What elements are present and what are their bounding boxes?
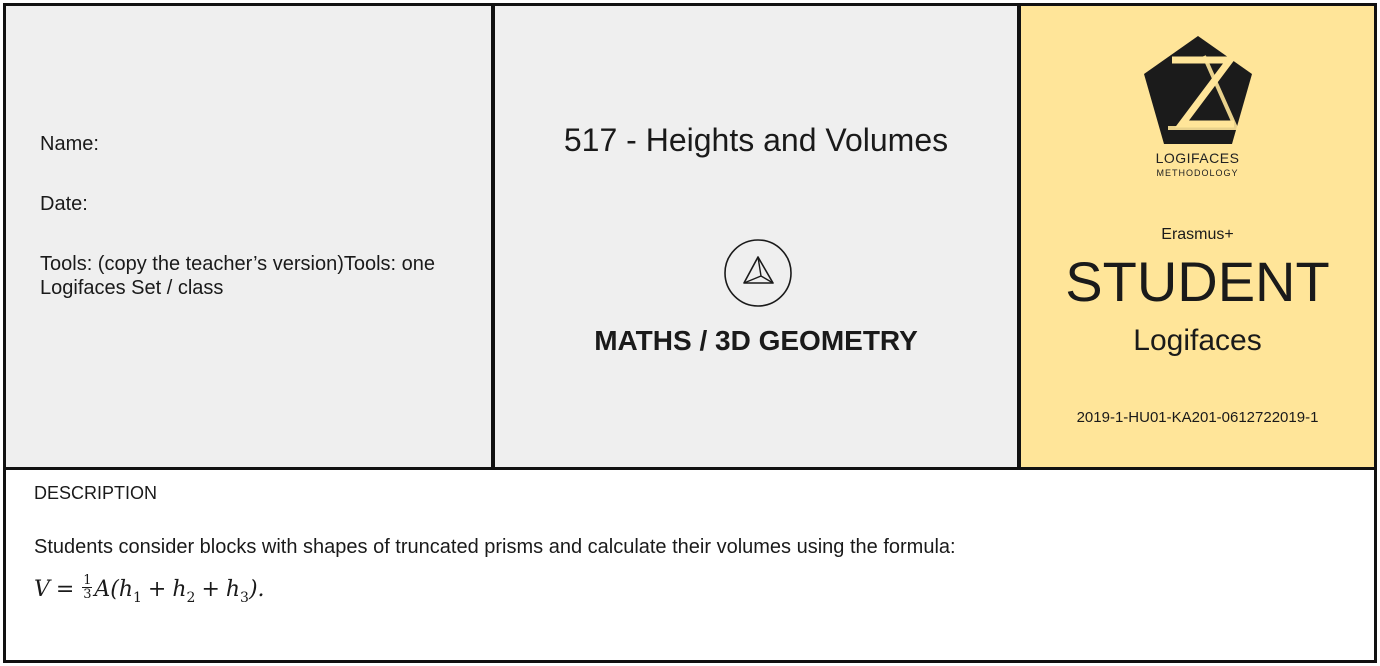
subject-label: MATHS / 3D GEOMETRY (594, 325, 918, 356)
fraction-denominator: 3 (83, 587, 92, 602)
product-label: Logifaces (1133, 324, 1262, 357)
worksheet-page: Name: Date: Tools: (copy the teacher’s v… (3, 3, 1377, 663)
formula-equals: = (55, 577, 75, 602)
formula-sub-1: 1 (132, 589, 142, 606)
formula-sub-3: 3 (240, 589, 249, 606)
tools-field-label: Tools: (copy the teacher’s version)Tools… (40, 253, 436, 299)
sheet-title: 517 - Heights and Volumes (563, 122, 949, 158)
brand-name: LOGIFACES (1155, 150, 1240, 166)
fraction-numerator: 1 (83, 573, 92, 588)
project-code: 2019-1-HU01-KA201-0612722019-1 (1076, 409, 1319, 426)
date-field-label: Date: (40, 193, 88, 215)
formula-fraction: 1 3 (82, 573, 93, 602)
formula-lhs: V (34, 577, 50, 602)
name-field-label: Name: (40, 133, 99, 155)
student-info-cell: Name: Date: Tools: (copy the teacher’s v… (6, 6, 495, 467)
logifaces-logo-icon (1144, 36, 1252, 144)
formula-h2: h (172, 577, 187, 602)
formula-sub-2: 2 (186, 589, 196, 606)
triangle-pyramid-icon (724, 239, 792, 307)
role-label: STUDENT (1065, 250, 1330, 313)
sheet-title-cell: 517 - Heights and Volumes MATHS / 3D GEO… (495, 6, 1021, 467)
formula-plus-1: + (147, 577, 167, 602)
description-heading: DESCRIPTION (34, 483, 158, 503)
program-label: Erasmus+ (1161, 226, 1234, 243)
formula-h3: h (225, 577, 241, 602)
brand-cell: LOGIFACES METHODOLOGY Erasmus+ STUDENT L… (1021, 6, 1374, 467)
fraction-bar (82, 587, 93, 588)
brand-subtitle: METHODOLOGY (1156, 168, 1239, 178)
description-text: Students consider blocks with shapes of … (34, 536, 956, 558)
worksheet-header: Name: Date: Tools: (copy the teacher’s v… (6, 6, 1374, 470)
formula-area: A( (94, 577, 119, 602)
formula-h1: h (118, 577, 133, 602)
formula-close: ). (248, 577, 265, 602)
formula-plus-2: + (201, 577, 220, 602)
